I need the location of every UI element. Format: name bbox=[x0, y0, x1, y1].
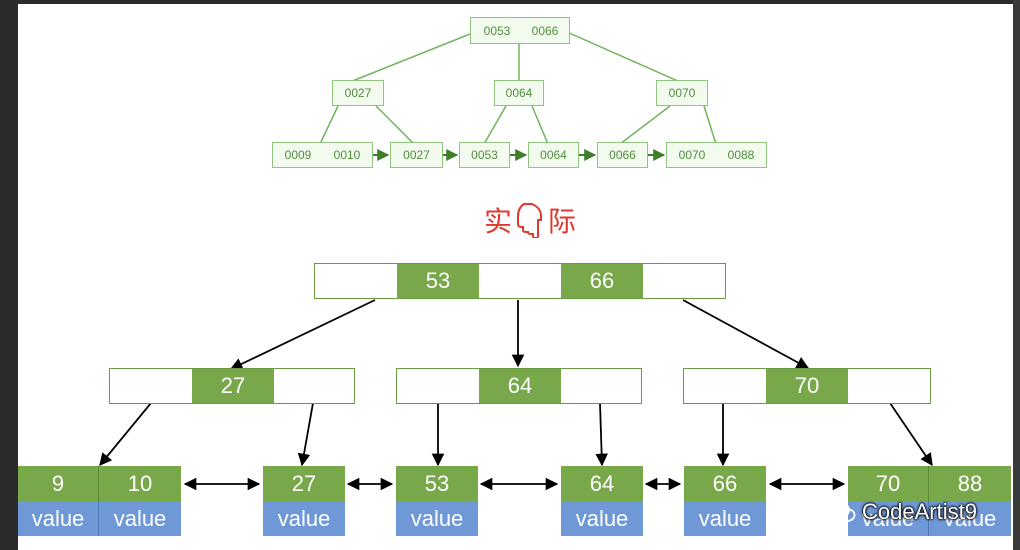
leaf-value: value bbox=[263, 502, 345, 536]
top-leaf-node: 0009 0010 bbox=[272, 142, 373, 168]
internal-pointer-slot bbox=[561, 369, 641, 403]
top-mid-key: 0027 bbox=[344, 86, 372, 100]
leaf-key: 27 bbox=[263, 466, 345, 502]
top-root-node: 0053 0066 bbox=[470, 17, 570, 44]
internal-pointer-slot bbox=[848, 369, 930, 403]
watermark-text: CodeArtist9 bbox=[862, 499, 977, 524]
root-pointer-slot bbox=[643, 264, 725, 298]
leaf-key: 88 bbox=[929, 466, 1011, 502]
leaf-key: 66 bbox=[684, 466, 766, 502]
top-mid-node: 0064 bbox=[494, 80, 544, 106]
leaf-node: 66 value bbox=[684, 466, 766, 538]
top-leaf-key: 0088 bbox=[727, 148, 755, 162]
internal-pointer-slot bbox=[684, 369, 766, 403]
leaf-key: 9 bbox=[18, 466, 99, 502]
leaf-value: value bbox=[684, 502, 766, 536]
hand-pointing-down-icon bbox=[517, 203, 543, 238]
caption-before: 实 bbox=[484, 205, 513, 238]
internal-node: 27 bbox=[109, 368, 355, 404]
internal-node: 64 bbox=[396, 368, 642, 404]
leaf-node: 70 88 value value bbox=[848, 466, 1012, 538]
caption-after: 际 bbox=[548, 205, 577, 238]
root-node: 53 66 bbox=[314, 263, 726, 299]
internal-pointer-slot bbox=[274, 369, 354, 403]
wechat-icon bbox=[830, 501, 856, 522]
leaf-node: 27 value bbox=[263, 466, 345, 538]
top-leaf-key: 0010 bbox=[333, 148, 361, 162]
internal-key: 70 bbox=[766, 369, 848, 403]
top-root-key: 0066 bbox=[531, 23, 559, 38]
internal-pointer-slot bbox=[110, 369, 192, 403]
root-pointer-slot bbox=[315, 264, 397, 298]
leaf-key: 53 bbox=[396, 466, 478, 502]
leaf-node: 9 10 value value bbox=[18, 466, 182, 538]
top-leaf-key: 0064 bbox=[540, 148, 567, 162]
root-key: 66 bbox=[561, 264, 643, 298]
top-leaf-node: 0027 bbox=[390, 142, 443, 168]
watermark: CodeArtist9 bbox=[830, 497, 977, 527]
internal-node: 70 bbox=[683, 368, 931, 404]
leaf-key: 64 bbox=[561, 466, 643, 502]
internal-key: 64 bbox=[479, 369, 561, 403]
top-leaf-key: 0009 bbox=[284, 148, 312, 162]
scrollbar[interactable] bbox=[1013, 0, 1020, 550]
diagram-canvas: 0053 0066 0027 0064 0070 0009 0010 0027 … bbox=[18, 4, 1013, 550]
leaf-key: 70 bbox=[848, 466, 929, 502]
top-mid-node: 0027 bbox=[332, 80, 384, 106]
internal-key: 27 bbox=[192, 369, 274, 403]
top-leaf-node: 0064 bbox=[528, 142, 579, 168]
top-leaf-key: 0066 bbox=[609, 148, 636, 162]
root-key: 53 bbox=[397, 264, 479, 298]
caption: 实 际 bbox=[484, 200, 576, 240]
top-leaf-node: 0053 bbox=[459, 142, 510, 168]
leaf-key: 10 bbox=[99, 466, 181, 502]
root-pointer-slot bbox=[479, 264, 561, 298]
leaf-node: 64 value bbox=[561, 466, 643, 538]
top-mid-key: 0064 bbox=[505, 86, 533, 100]
top-leaf-key: 0070 bbox=[678, 148, 706, 162]
top-root-key: 0053 bbox=[483, 23, 511, 38]
leaf-node: 53 value bbox=[396, 466, 478, 538]
connector-lines bbox=[99, 31, 933, 491]
leaf-value: value bbox=[18, 502, 99, 536]
leaf-value: value bbox=[396, 502, 478, 536]
top-leaf-node: 0070 0088 bbox=[666, 142, 767, 168]
top-leaf-node: 0066 bbox=[597, 142, 648, 168]
leaf-value: value bbox=[848, 502, 929, 536]
top-mid-node: 0070 bbox=[656, 80, 708, 106]
leaf-value: value bbox=[929, 502, 1011, 536]
leaf-value: value bbox=[561, 502, 643, 536]
leaf-value: value bbox=[99, 502, 181, 536]
internal-pointer-slot bbox=[397, 369, 479, 403]
top-mid-key: 0070 bbox=[668, 86, 696, 100]
top-leaf-key: 0053 bbox=[471, 148, 498, 162]
top-leaf-key: 0027 bbox=[403, 148, 430, 162]
